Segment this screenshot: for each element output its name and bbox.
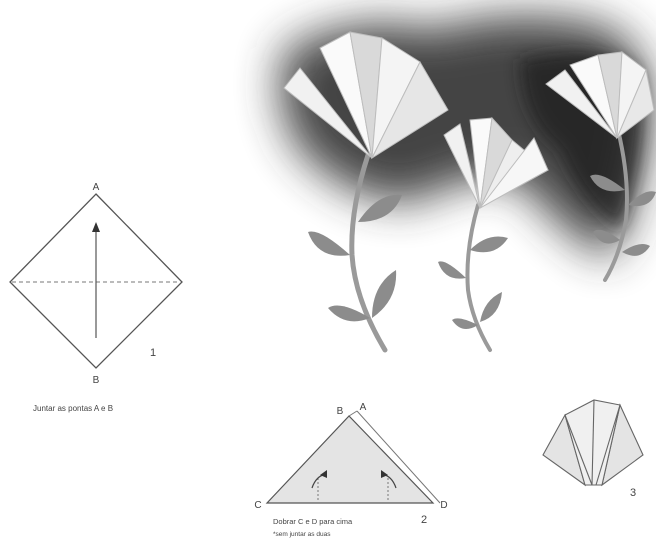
step2-caption-line1: Dobrar C e D para cima	[273, 517, 353, 526]
step3-diagram: 3	[543, 400, 643, 499]
step1-label-a: A	[93, 182, 100, 193]
step2-caption-line2: *sem juntar as duas	[273, 531, 331, 538]
step1-label-b: B	[93, 375, 100, 386]
step2-triangle	[267, 416, 433, 503]
step2-label-b: B	[337, 406, 344, 417]
arrow-up-icon	[92, 222, 100, 232]
leaf	[308, 231, 350, 255]
step1-number: 1	[150, 347, 156, 359]
step2-back-layer-top	[349, 411, 357, 416]
leaf	[622, 244, 650, 256]
step2-label-d: D	[440, 500, 447, 511]
step1-diagram: A B 1 Juntar as pontas A e B	[10, 182, 182, 413]
step2-diagram: B A C D 2 Dobrar C e D para cima *sem ju…	[254, 402, 447, 538]
leaf	[438, 261, 466, 278]
step1-caption: Juntar as pontas A e B	[33, 404, 113, 413]
step2-number: 2	[421, 514, 427, 526]
leaf	[470, 237, 508, 253]
step2-label-a: A	[360, 402, 367, 413]
leaf	[480, 292, 502, 322]
leaf	[372, 270, 396, 318]
step2-label-c: C	[254, 500, 261, 511]
step3-number: 3	[630, 487, 636, 499]
